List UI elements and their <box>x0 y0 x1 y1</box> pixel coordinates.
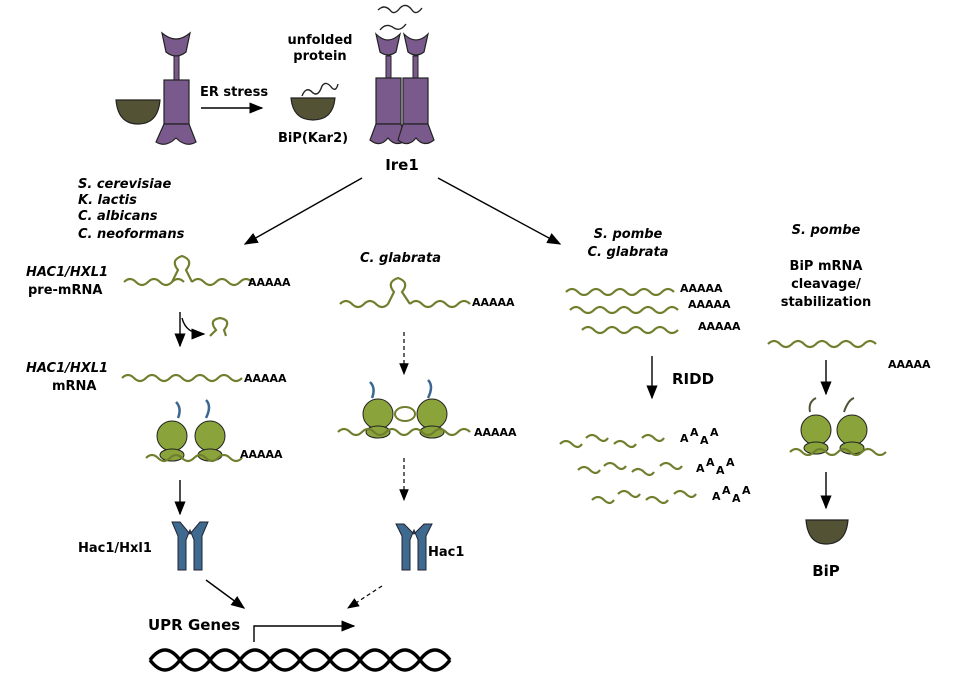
bip-label: BiP <box>812 562 840 580</box>
bip-cup-icon <box>805 519 849 545</box>
svg-text:A: A <box>696 462 705 475</box>
polya-tail: AAAAA <box>680 282 723 295</box>
pre-mrna-strand <box>339 276 471 309</box>
pre-mrna-gene-label: HAC1/HXL1 <box>26 265 108 280</box>
transcription-factor-icon <box>395 523 433 571</box>
svg-text:A: A <box>716 464 725 477</box>
transcription-factor-icon <box>171 521 209 571</box>
hac1-hxl1-label: Hac1/Hxl1 <box>78 541 152 556</box>
svg-text:A: A <box>706 456 715 469</box>
svg-text:A: A <box>742 484 751 497</box>
bip-cup-icon <box>115 99 161 125</box>
fragmented-polya: A A A A A A A A A A A A <box>680 426 751 505</box>
dna-helix-icon <box>148 648 452 672</box>
polya-tail: AAAAA <box>474 426 517 439</box>
species-label: C. albicans <box>78 209 158 224</box>
ribosome-icon <box>362 379 448 439</box>
species-label: C. glabrata <box>587 245 668 260</box>
mrna-strand <box>121 373 243 383</box>
er-stress-label: ER stress <box>200 85 268 100</box>
polya-tail: AAAAA <box>248 276 291 289</box>
mrna-strand <box>145 453 243 463</box>
upr-genes-label: UPR Genes <box>148 616 240 634</box>
mrna-label: mRNA <box>52 379 97 394</box>
polya-tail: AAAAA <box>244 372 287 385</box>
species-label: S. cerevisiae <box>78 177 171 192</box>
mrna-strand <box>565 287 675 297</box>
svg-text:A: A <box>712 490 721 503</box>
species-label: K. lactis <box>78 193 137 208</box>
polya-tail: AAAAA <box>698 320 741 333</box>
pre-mrna-strand <box>123 254 253 287</box>
excised-intron <box>209 316 229 337</box>
svg-text:A: A <box>710 426 719 439</box>
svg-text:A: A <box>726 456 735 469</box>
svg-text:A: A <box>690 426 699 439</box>
svg-text:A: A <box>680 432 689 445</box>
svg-text:A: A <box>700 434 709 447</box>
svg-text:A: A <box>722 484 731 497</box>
ridd-label: RIDD <box>672 370 714 388</box>
ire1-label: Ire1 <box>385 156 419 174</box>
polya-tail: AAAAA <box>688 298 731 311</box>
degraded-rna-fragments <box>559 433 697 505</box>
species-label: C. glabrata <box>360 251 441 266</box>
polya-tail: AAAAA <box>240 448 283 461</box>
protein-label: protein <box>293 49 346 64</box>
ire1-dimer-icon <box>369 4 435 145</box>
unfolded-label: unfolded <box>288 33 353 48</box>
mrna-gene-label: HAC1/HXL1 <box>26 361 108 376</box>
bip-mrna-label: stabilization <box>781 295 872 310</box>
bip-kar2-label: BiP(Kar2) <box>278 131 348 146</box>
ire1-monomer-icon <box>155 31 197 145</box>
pre-mrna-strand <box>337 427 471 437</box>
mrna-strand <box>581 325 679 335</box>
pre-mrna-label: pre-mRNA <box>28 283 102 298</box>
species-label: C. neoformans <box>78 227 185 242</box>
unfolded-protein-icon <box>301 82 339 97</box>
mrna-strand <box>789 447 887 457</box>
ribosome-icon <box>156 399 226 462</box>
species-label: S. pombe <box>594 227 663 242</box>
polya-tail: AAAAA <box>472 296 515 309</box>
bip-cup-icon <box>290 97 336 121</box>
mrna-strand <box>767 339 877 349</box>
ribosome-icon <box>800 397 868 455</box>
mrna-strand <box>569 305 679 315</box>
svg-text:A: A <box>732 492 741 505</box>
bip-mrna-label: BiP mRNA <box>790 259 863 274</box>
polya-tail: AAAAA <box>888 358 931 371</box>
bip-mrna-label: cleavage/ <box>791 277 861 292</box>
hac1-label: Hac1 <box>428 545 464 560</box>
species-label: S. pombe <box>792 223 861 238</box>
